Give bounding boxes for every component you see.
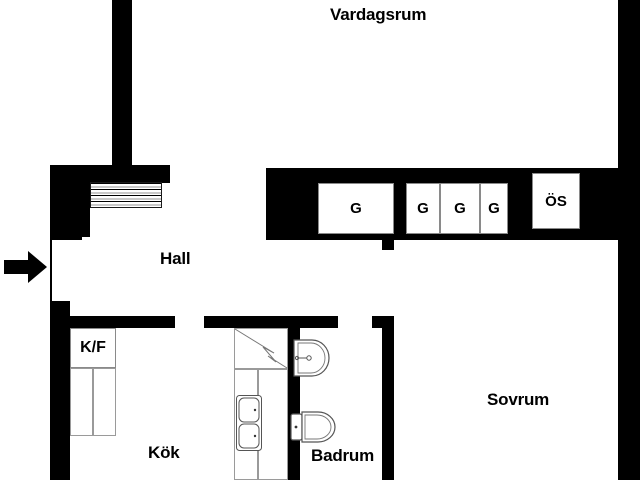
wall-wardrobe-mid-divider	[394, 168, 406, 240]
kitchen-counter-left	[70, 368, 93, 436]
stove-fixture	[234, 328, 288, 369]
wall-bathroom-right-vertical	[382, 316, 394, 480]
utility-closet-os[interactable]: ÖS	[532, 173, 580, 229]
room-label-sovrum: Sovrum	[487, 390, 550, 409]
wardrobe-2[interactable]: G	[406, 183, 440, 234]
wall-kitchen-left-vertical	[50, 301, 70, 480]
kitchen-bench-right	[258, 369, 288, 480]
room-label-vardagsrum: Vardagsrum	[330, 5, 427, 24]
room-label-kok: Kök	[148, 443, 180, 462]
washbasin-fixture	[292, 338, 330, 378]
wall-hall-left-thin	[50, 237, 52, 301]
fridge-freezer-unit[interactable]: K/F	[70, 328, 116, 368]
wall-kitchen-top-horizontal	[50, 316, 175, 328]
wardrobe-4[interactable]: G	[480, 183, 508, 234]
stair-fixture	[90, 182, 162, 208]
wardrobe-3[interactable]: G	[440, 183, 480, 234]
toilet-fixture	[290, 408, 338, 446]
wall-outer-right	[618, 0, 640, 480]
wardrobe-1[interactable]: G	[318, 183, 394, 234]
kitchen-sink-fixture	[236, 395, 262, 451]
wall-hall-right-stub	[382, 238, 394, 250]
wall-stair-block-top	[50, 165, 170, 183]
wall-top-vertical-left	[112, 0, 132, 168]
wall-bedroom-door-stub	[372, 316, 384, 328]
entrance-arrow	[4, 250, 48, 284]
wall-stair-block-bottom	[50, 218, 82, 240]
wall-bathroom-top-horizontal	[204, 316, 338, 328]
kitchen-counter-right	[93, 368, 116, 436]
room-label-badrum: Badrum	[311, 446, 375, 465]
wall-os-right	[578, 168, 618, 240]
room-label-hall: Hall	[160, 249, 191, 268]
